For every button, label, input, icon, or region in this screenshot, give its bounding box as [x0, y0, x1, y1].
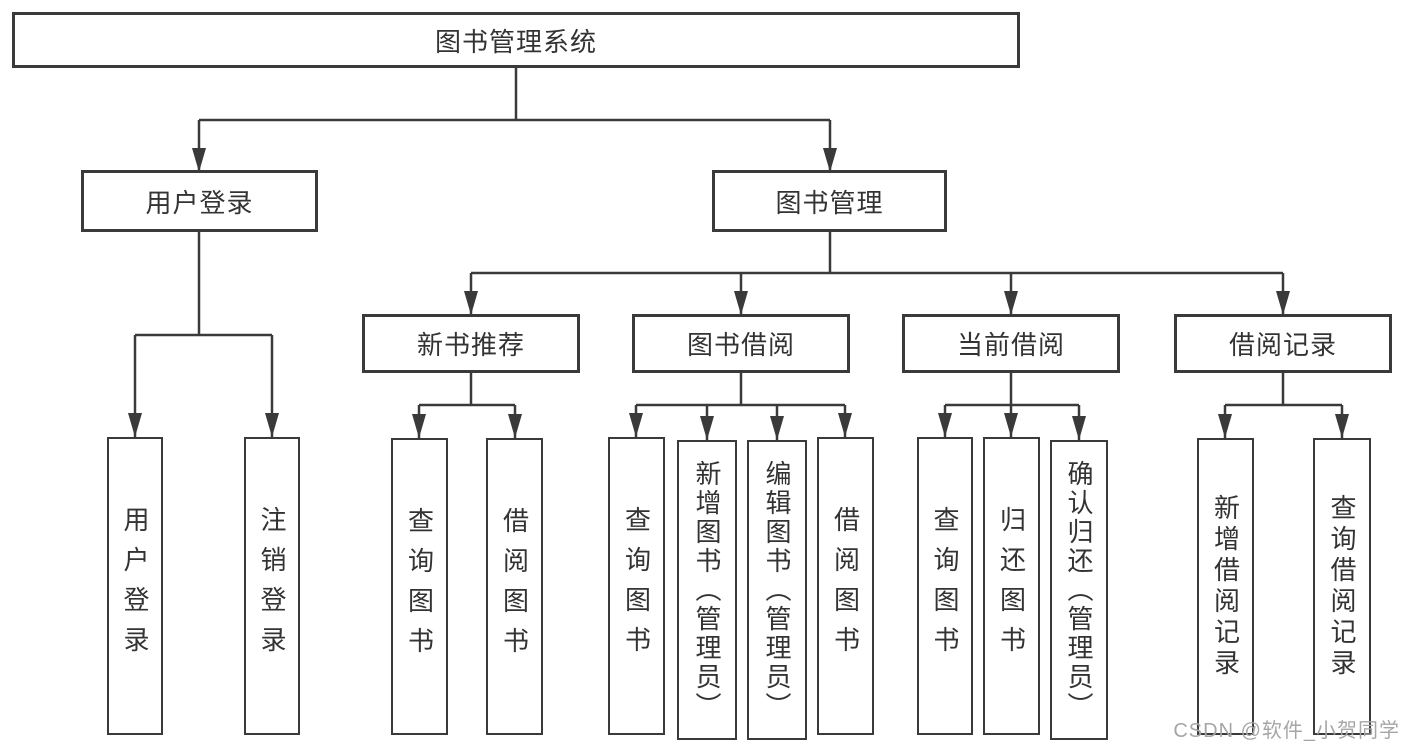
node-book-borrowing: 图书借阅 [632, 314, 850, 373]
leaf-query-books-borrowing-label: 查询图书 [621, 506, 652, 666]
leaf-return-book-label: 归还图书 [996, 506, 1027, 666]
leaf-query-books-recommend: 查询图书 [391, 438, 448, 735]
leaf-add-borrow-record-label: 新增借阅记录 [1210, 493, 1241, 680]
node-new-book-recommend: 新书推荐 [362, 314, 580, 373]
leaf-query-borrow-record-label: 查询借阅记录 [1327, 493, 1357, 680]
leaf-query-borrow-record: 查询借阅记录 [1313, 438, 1371, 735]
arrowheads [128, 148, 1349, 440]
leaf-user-login: 用户登录 [107, 437, 163, 735]
leaf-edit-book-admin: 编辑图书（管理员） [747, 440, 807, 740]
leaf-confirm-return-admin: 确认归还（管理员） [1050, 440, 1108, 740]
node-current-borrowing-label: 当前借阅 [956, 330, 1065, 360]
leaf-add-book-admin-label: 新增图书（管理员） [692, 459, 722, 721]
leaf-borrow-books-recommend: 借阅图书 [486, 438, 543, 735]
node-borrowing-records-label: 借阅记录 [1228, 330, 1337, 360]
leaf-add-book-admin: 新增图书（管理员） [677, 440, 737, 740]
leaf-user-login-label: 用户登录 [120, 506, 150, 666]
leaf-return-book: 归还图书 [983, 437, 1040, 735]
csdn-watermark: CSDN @软件_小贺同学 [1173, 720, 1400, 742]
leaf-logout: 注销登录 [244, 437, 300, 735]
leaf-query-books-borrowing: 查询图书 [608, 437, 665, 735]
leaf-query-books-current: 查询图书 [917, 437, 973, 735]
node-borrowing-records: 借阅记录 [1174, 314, 1392, 373]
node-new-book-recommend-label: 新书推荐 [416, 330, 525, 360]
leaf-borrow-books: 借阅图书 [817, 437, 874, 735]
leaf-add-borrow-record: 新增借阅记录 [1197, 438, 1254, 735]
node-book-management-label: 图书管理 [775, 187, 884, 218]
leaf-query-books-recommend-label: 查询图书 [404, 506, 435, 667]
node-current-borrowing: 当前借阅 [902, 314, 1120, 373]
tree-connector-path [133, 68, 1344, 440]
leaf-edit-book-admin-label: 编辑图书（管理员） [762, 459, 792, 721]
node-user-login: 用户登录 [81, 170, 318, 232]
node-system-root-label: 图书管理系统 [434, 26, 597, 57]
node-user-login-label: 用户登录 [145, 187, 254, 218]
leaf-confirm-return-admin-label: 确认归还（管理员） [1064, 459, 1094, 721]
node-book-borrowing-label: 图书借阅 [686, 330, 795, 360]
leaf-borrow-books-recommend-label: 借阅图书 [499, 506, 530, 667]
node-system-root: 图书管理系统 [12, 12, 1020, 68]
leaf-borrow-books-label: 借阅图书 [830, 506, 861, 666]
node-book-management: 图书管理 [712, 170, 947, 232]
leaf-query-books-current-label: 查询图书 [930, 506, 960, 666]
leaf-logout-label: 注销登录 [257, 506, 287, 666]
